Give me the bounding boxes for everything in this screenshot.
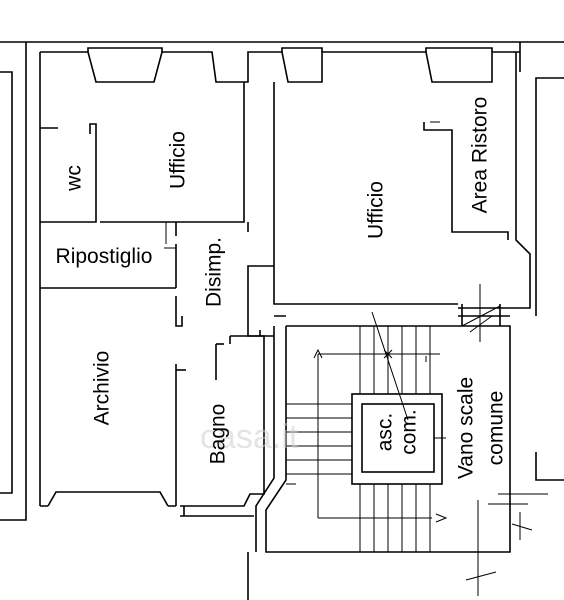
watermark-text: casa.it xyxy=(200,418,299,456)
lift-shaft xyxy=(351,393,446,485)
disimp-walls xyxy=(247,82,458,337)
label-disimp: Disimp. xyxy=(203,237,226,307)
left-exterior xyxy=(0,71,13,494)
label-vano-2: comune xyxy=(485,391,508,466)
label-archivio: Archivio xyxy=(91,351,114,426)
label-asc-2: com. xyxy=(398,409,421,455)
top-wall xyxy=(40,51,520,83)
stair-arrows xyxy=(313,311,448,523)
label-asc-1: asc. xyxy=(374,413,397,452)
label-bagno: Bagno xyxy=(207,404,230,465)
archivio-walls xyxy=(175,296,183,327)
stair-frame xyxy=(265,325,511,553)
right-exterior xyxy=(535,77,564,316)
label-ufficio-left: Ufficio xyxy=(167,131,190,189)
dimension-marks xyxy=(461,284,548,596)
label-ripostiglio: Ripostiglio xyxy=(56,245,153,268)
label-wc: wc xyxy=(63,165,86,192)
label-area-ristoro: Area Ristoro xyxy=(469,97,492,214)
area-ristoro-walls xyxy=(423,122,509,240)
label-vano-1: Vano scale xyxy=(455,377,478,479)
label-ufficio-right: Ufficio xyxy=(365,181,388,239)
